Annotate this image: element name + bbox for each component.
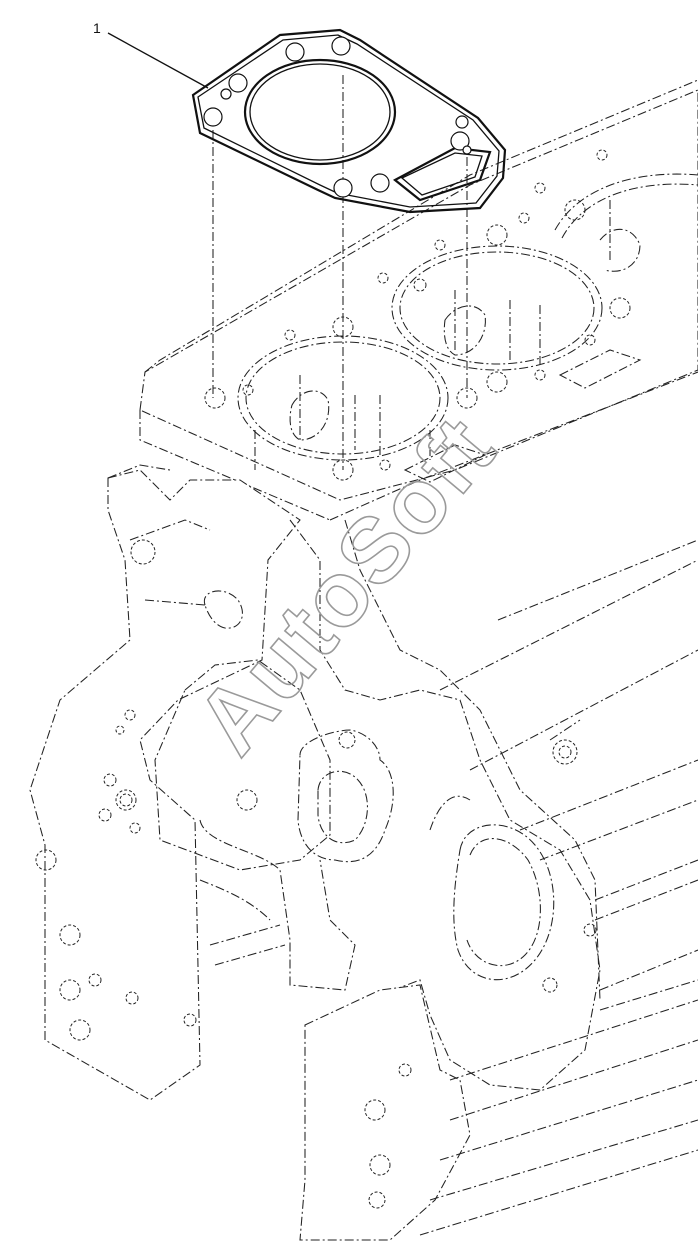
cylinder-bore-3 xyxy=(554,173,698,272)
callout-number: 1 xyxy=(93,20,101,36)
gasket-bolt-holes xyxy=(203,36,472,198)
front-flange xyxy=(29,464,301,1101)
cylinder-bore-2 xyxy=(391,245,642,389)
block-side-rails xyxy=(419,539,698,1236)
assembly-lines xyxy=(212,75,468,470)
head-gasket xyxy=(191,28,507,214)
crankcase-rear xyxy=(289,519,601,1091)
lower-front-plate xyxy=(299,984,471,1241)
callout-1: 1 xyxy=(93,20,209,89)
engine-block xyxy=(29,79,698,1241)
pump-housing xyxy=(154,659,394,991)
